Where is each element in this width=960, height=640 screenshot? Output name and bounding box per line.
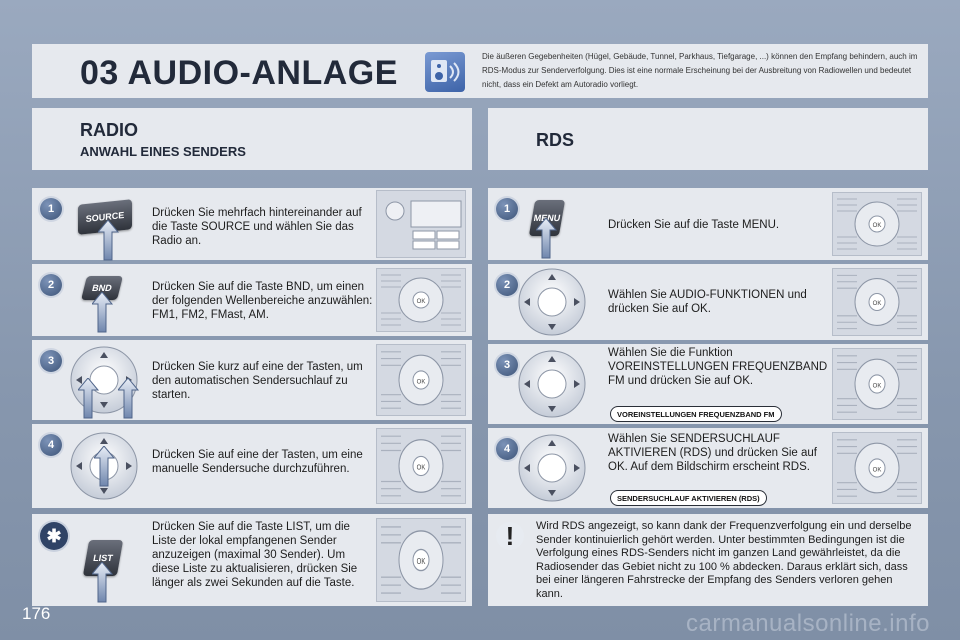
step-number-badge: 3 (496, 354, 518, 376)
tip-sun-icon: ✱ (40, 522, 68, 550)
step-text: Drücken Sie auf die Taste BND, um einen … (152, 281, 373, 321)
radio-step-1: 1 SOURCE Drücken Sie mehrfach hintereina… (32, 188, 472, 261)
step-number-badge: 4 (496, 438, 518, 460)
radio-panel-thumbnail (832, 192, 922, 256)
chapter-header (32, 44, 472, 98)
radio-section-subtitle: ANWAHL EINES SENDERS (80, 144, 246, 159)
radio-step-4: 4 Drücken Sie auf eine der Tasten, um ei… (32, 424, 472, 508)
press-arrow-icon (92, 292, 113, 333)
rds-step-4: 4 Wählen Sie SENDERSUCHLAUF AKTIVIEREN (… (488, 428, 928, 508)
step-text: Drücken Sie mehrfach hintereinander auf … (152, 207, 362, 247)
radio-panel-thumbnail (376, 518, 466, 602)
step-number-badge: 4 (40, 434, 62, 456)
rds-section-title: RDS (536, 130, 575, 150)
chapter-title: 03 AUDIO-ANLAGE (80, 54, 398, 92)
list-tip-panel: ✱ LIST Drücken Sie auf die Taste LIST, u… (32, 514, 472, 606)
rds-step-2: 2 Wählen Sie AUDIO-FUNKTIONEN und drücke… (488, 264, 928, 340)
radio-section-title: RADIO (80, 120, 138, 140)
step-number-badge: 1 (496, 198, 518, 220)
step-text: Drücken Sie auf eine der Tasten, um eine… (152, 449, 363, 475)
step-number-badge: 2 (496, 274, 518, 296)
warning-text: Wird RDS angezeigt, so kann dank der Fre… (536, 520, 912, 600)
step-number-badge: 3 (40, 350, 62, 372)
intro-note-text: Die äußeren Gegebenheiten (Hügel, Gebäud… (482, 52, 918, 89)
step-text: Wählen Sie SENDERSUCHLAUF AKTIVIEREN (RD… (608, 433, 817, 473)
page-number: 176 (22, 604, 51, 623)
step-number-badge: 1 (40, 198, 62, 220)
navigation-pad-icon (518, 434, 586, 502)
radio-panel-thumbnail (376, 190, 466, 258)
step-number-badge: 2 (40, 274, 62, 296)
radio-panel-thumbnail (376, 344, 466, 416)
watermark: carmanualsonline.info (686, 610, 930, 637)
press-arrow-icon (94, 446, 115, 487)
rds-warning-panel: ! Wird RDS angezeigt, so kann dank der F… (488, 514, 928, 606)
press-arrow-icon (98, 220, 119, 261)
step-text: Drücken Sie auf die Taste MENU. (608, 219, 780, 231)
step-text: Wählen Sie AUDIO-FUNKTIONEN und drücken … (608, 289, 807, 315)
navigation-pad-icon (518, 350, 586, 418)
radio-step-3: 3 Drücken Sie kurz auf eine der Tasten, … (32, 340, 472, 420)
press-arrow-icon (536, 218, 557, 259)
press-arrow-icon (78, 378, 99, 419)
tip-text: Drücken Sie auf die Taste LIST, um die L… (152, 521, 358, 589)
radio-section-header: RADIO ANWAHL EINES SENDERS (32, 108, 472, 170)
rds-section-header: RDS (488, 108, 928, 170)
navigation-pad-icon (518, 268, 586, 336)
rds-step-3: 3 Wählen Sie die Funktion VOREINSTELLUNG… (488, 344, 928, 424)
step-text: Wählen Sie die Funktion VOREINSTELLUNGEN… (608, 347, 828, 387)
menu-option-tag: SENDERSUCHLAUF AKTIVIEREN (RDS) (610, 490, 767, 506)
radio-panel-thumbnail (832, 268, 922, 336)
radio-panel-thumbnail (376, 428, 466, 504)
step-text: Drücken Sie kurz auf eine der Tasten, um… (152, 361, 363, 401)
press-arrow-icon (92, 562, 113, 603)
warning-exclamation-icon: ! (496, 521, 524, 551)
audio-system-icon (425, 52, 465, 92)
radio-panel-thumbnail (832, 348, 922, 420)
rds-step-1: 1 MENU Drücken Sie auf die Taste MENU. (488, 188, 928, 260)
radio-panel-thumbnail (376, 268, 466, 332)
radio-step-2: 2 BND Drücken Sie auf die Taste BND, um … (32, 264, 472, 336)
menu-option-tag: VOREINSTELLUNGEN FREQUENZBAND FM (610, 406, 782, 422)
intro-note: Die äußeren Gegebenheiten (Hügel, Gebäud… (472, 44, 928, 98)
radio-panel-thumbnail (832, 432, 922, 504)
press-arrow-icon (118, 378, 139, 419)
